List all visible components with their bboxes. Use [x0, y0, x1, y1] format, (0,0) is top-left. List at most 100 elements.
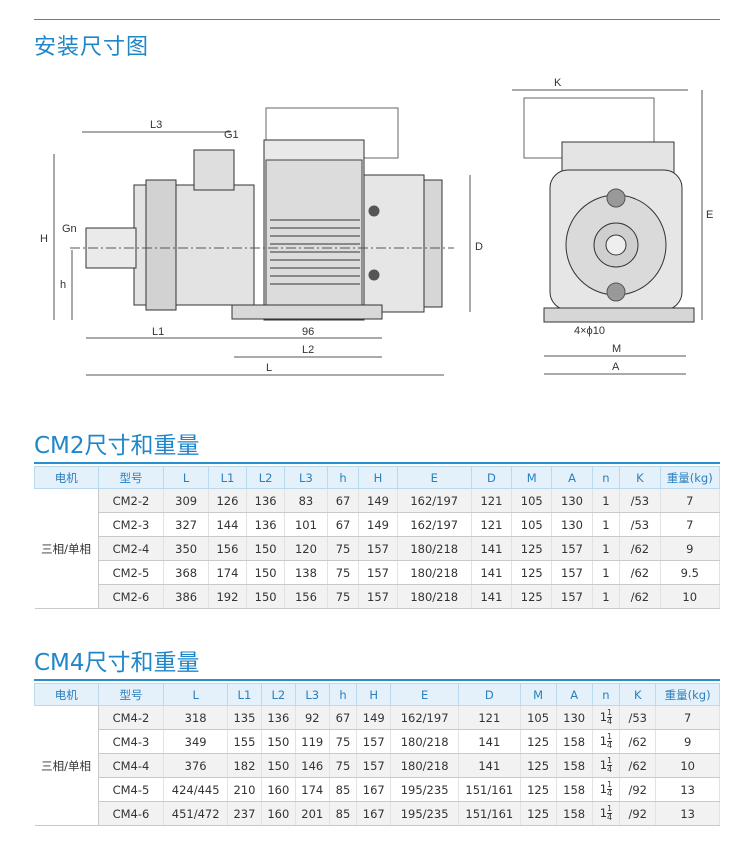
- cell: 157: [356, 753, 392, 778]
- cm4-rule: [34, 679, 720, 681]
- cell: 155: [227, 729, 262, 754]
- label-a: A: [612, 361, 620, 373]
- col-header: L1: [226, 683, 262, 706]
- col-header: H: [358, 466, 398, 489]
- cell: 237: [227, 801, 262, 826]
- cell: 157: [358, 560, 398, 585]
- cell: 141: [471, 560, 513, 585]
- cell: 201: [295, 801, 330, 826]
- cell: 318: [163, 705, 228, 730]
- cell: 167: [356, 801, 392, 826]
- col-header: L3: [284, 466, 328, 489]
- col-header: 重量(kg): [659, 466, 720, 489]
- cell: 146: [295, 753, 330, 778]
- cell: 141: [458, 729, 521, 754]
- cm2-rule: [34, 462, 720, 464]
- label-l3: L3: [150, 119, 162, 131]
- cell: 162/197: [397, 488, 472, 513]
- cell: 157: [551, 584, 593, 609]
- label-e: E: [706, 209, 713, 221]
- cell: /53: [619, 512, 661, 537]
- cell: 75: [329, 753, 358, 778]
- label-l: L: [266, 362, 272, 374]
- cell: 125: [520, 777, 557, 802]
- cm2-title: CM2尺寸和重量: [34, 433, 200, 459]
- cell: 174: [208, 560, 248, 585]
- col-header: L2: [246, 466, 286, 489]
- cell: 182: [227, 753, 262, 778]
- cell: 162/197: [390, 705, 460, 730]
- label-m: M: [612, 343, 621, 355]
- cell: 7: [660, 512, 720, 537]
- cell: 125: [511, 536, 553, 561]
- cell: CM4-5: [98, 777, 165, 802]
- cell: 157: [356, 729, 392, 754]
- cell: /62: [619, 753, 657, 778]
- cell: 10: [660, 584, 720, 609]
- cell: 141: [471, 536, 513, 561]
- cell: 350: [163, 536, 209, 561]
- col-header: L: [163, 683, 228, 706]
- cell: 150: [246, 584, 286, 609]
- cell: 7: [655, 705, 720, 730]
- cell: 101: [284, 512, 328, 537]
- cell: /62: [619, 536, 661, 561]
- cell: 349: [163, 729, 228, 754]
- cell: 180/218: [397, 536, 472, 561]
- col-header: h: [328, 683, 358, 706]
- cell: 149: [358, 512, 398, 537]
- label-k: K: [554, 77, 562, 89]
- col-header: M: [519, 683, 557, 706]
- cell: 105: [511, 512, 553, 537]
- cell: 368: [163, 560, 209, 585]
- cell: 158: [556, 777, 593, 802]
- cell: 376: [163, 753, 228, 778]
- page-title: 安装尺寸图: [34, 35, 150, 60]
- motor-cell: 三相/单相: [34, 705, 99, 826]
- cell: 151/161: [458, 801, 521, 826]
- col-header: L2: [260, 683, 296, 706]
- cell: 85: [329, 801, 358, 826]
- cell: 75: [327, 536, 360, 561]
- cell: 157: [358, 584, 398, 609]
- cell: CM4-4: [98, 753, 165, 778]
- label-g1: G1: [224, 129, 239, 141]
- cell: 167: [356, 777, 392, 802]
- col-header: H: [356, 683, 392, 706]
- cell: 144: [208, 512, 248, 537]
- cell: 125: [520, 753, 557, 778]
- cell: 150: [246, 560, 286, 585]
- col-header: 型号: [97, 683, 165, 706]
- label-d: D: [475, 241, 483, 253]
- cell: 121: [471, 512, 513, 537]
- cell: 13: [655, 801, 720, 826]
- cell: 160: [261, 777, 296, 802]
- cell: 119: [295, 729, 330, 754]
- cell: CM4-2: [98, 705, 165, 730]
- cell: /92: [619, 777, 657, 802]
- cell: 386: [163, 584, 209, 609]
- label-h-upper: H: [40, 233, 48, 245]
- col-header: 电机: [34, 683, 99, 706]
- cell: 157: [551, 560, 593, 585]
- cell: 125: [511, 560, 553, 585]
- cell: 141: [458, 753, 521, 778]
- cell: 180/218: [397, 584, 472, 609]
- cell: 130: [556, 705, 593, 730]
- cell: 121: [458, 705, 521, 730]
- cell: 13: [655, 777, 720, 802]
- cell: CM2-2: [98, 488, 165, 513]
- cell: 150: [246, 536, 286, 561]
- cell: 150: [261, 753, 296, 778]
- cell: 158: [556, 729, 593, 754]
- cell: 156: [208, 536, 248, 561]
- cell: 136: [261, 705, 296, 730]
- cell: 1: [592, 584, 621, 609]
